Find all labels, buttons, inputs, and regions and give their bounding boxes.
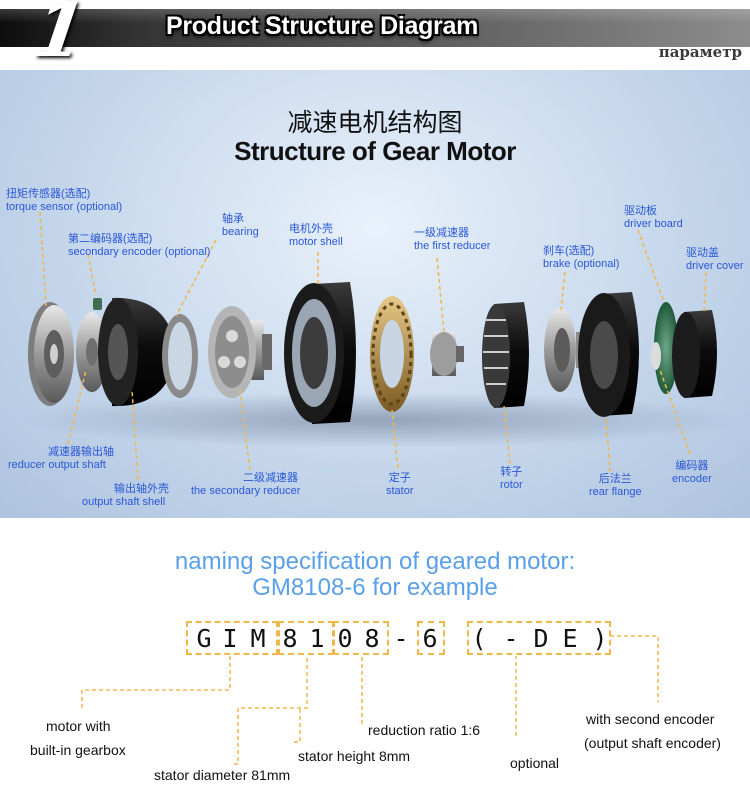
code-box-ratio: [417, 621, 445, 655]
naming-title-line1: naming specification of geared motor:: [174, 548, 576, 575]
code-box-stator-height: [333, 621, 389, 655]
code-char: D: [533, 624, 549, 653]
output-shaft-shell-part: [98, 297, 176, 407]
label-output-shaft-shell: 输出轴外壳 output shaft shell: [82, 483, 169, 508]
desc-reduction-ratio: reduction ratio 1:6: [368, 722, 481, 738]
label-first-reducer: 一级减速器 the first reducer: [414, 227, 491, 252]
structure-diagram-panel: 减速电机结构图 Structure of Gear Motor 扭矩传感器(选配…: [0, 70, 750, 518]
code-char: 0: [337, 624, 353, 653]
naming-title-line2: GM8108-6 for example: [252, 574, 498, 601]
label-motor-shell: 电机外壳 motor shell: [289, 223, 343, 248]
rotor-part: [482, 302, 529, 408]
code-char: I: [222, 624, 238, 653]
label-encoder: 编码器 encoder: [672, 460, 712, 485]
header-subtitle: параметр: [658, 43, 742, 61]
label-secondary-encoder: 第二编码器(选配) secondary encoder (optional): [68, 233, 211, 258]
secondary-reducer-part: [208, 306, 272, 398]
header-banner: 1 Product Structure Diagram параметр: [0, 0, 750, 74]
code-box-optional: [467, 621, 611, 655]
label-rotor: 转子 rotor: [500, 466, 523, 491]
label-driver-cover: 驱动盖 driver cover: [686, 247, 744, 272]
label-torque-sensor: 扭矩传感器(选配) torque sensor (optional): [6, 188, 123, 213]
secondary-encoder-part: [93, 298, 102, 310]
code-char: -: [503, 624, 519, 653]
leader-lines: [39, 211, 707, 481]
code-char: -: [393, 624, 409, 653]
code-char: 8: [282, 624, 298, 653]
label-stator: 定子 stator: [386, 472, 414, 497]
diagram-title-zh: 减速电机结构图: [287, 108, 463, 137]
desc-second-encoder: with second encoder: [586, 711, 715, 727]
desc-motor-with: motor with: [46, 718, 111, 734]
label-secondary-reducer: 二级减速器 the secondary reducer: [191, 472, 301, 497]
stator-part: [370, 296, 414, 412]
desc-output-shaft-encoder: (output shaft encoder): [584, 735, 721, 751]
motor-shell-part: [284, 282, 356, 424]
floor-shadow: [20, 392, 740, 448]
encoder-part: [651, 342, 661, 370]
desc-stator-diameter: stator diameter 81mm: [154, 767, 291, 783]
code-char: E: [562, 624, 578, 653]
driver-board-part: [654, 302, 678, 394]
torque-sensor-part: [28, 302, 74, 406]
first-reducer-part: [430, 332, 464, 376]
label-rear-flange: 后法兰 rear flange: [589, 473, 642, 498]
section-number: 1: [27, 0, 92, 74]
code-char: G: [196, 624, 212, 653]
header-bar: [0, 9, 750, 47]
code-char: M: [250, 624, 266, 653]
diagram-title-en: Structure of Gear Motor: [234, 136, 516, 166]
label-bearing: 轴承 bearing: [222, 213, 259, 238]
code-box-gim: [186, 621, 278, 655]
code-char: 6: [422, 624, 438, 653]
rear-flange-part: [578, 292, 639, 417]
code-char: (: [471, 624, 487, 653]
code-char: 8: [364, 624, 380, 653]
desc-stator-height: stator height 8mm: [298, 748, 411, 764]
label-brake: 刹车(选配) brake (optional): [543, 245, 620, 270]
label-reducer-output-shaft: 减速器输出轴 reducer output shaft: [8, 446, 114, 471]
code-char: 1: [309, 624, 325, 653]
desc-optional: optional: [510, 755, 560, 771]
label-driver-board: 驱动板 driver board: [624, 205, 683, 230]
driver-cover-part: [672, 310, 717, 398]
exploded-view-illustration: [20, 211, 740, 481]
bearing-part: [162, 314, 198, 398]
desc-builtin-gearbox: built-in gearbox: [30, 742, 126, 758]
code-char: ): [592, 624, 608, 653]
page-title: Product Structure Diagram: [166, 12, 479, 40]
